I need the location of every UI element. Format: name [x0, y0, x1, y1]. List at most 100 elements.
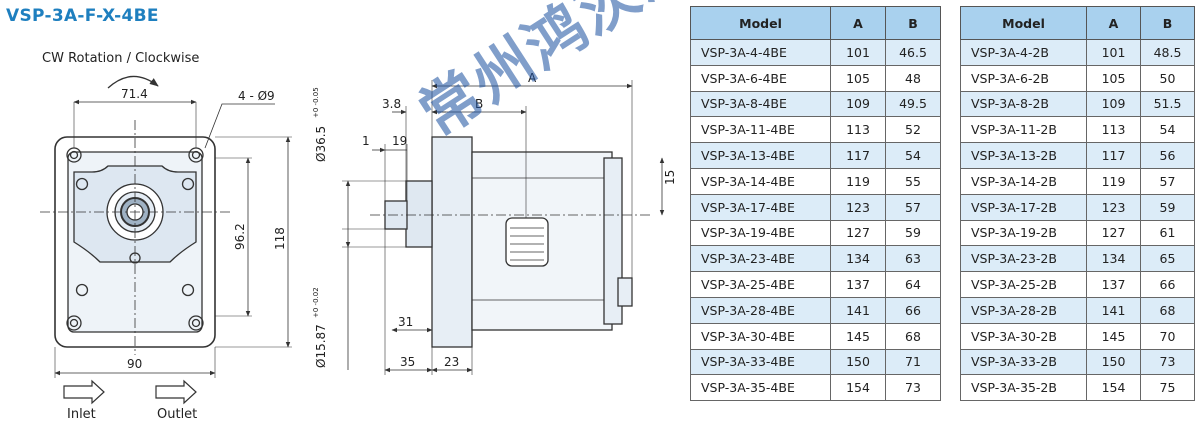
cell-a: 145	[1086, 322, 1141, 350]
cell-b: 46.5	[885, 39, 941, 66]
cell-model: VSP-3A-13-2B	[960, 142, 1087, 169]
side-port-icon	[505, 217, 549, 267]
cell-model: VSP-3A-28-2B	[960, 296, 1087, 324]
cell-model: VSP-3A-4-4BE	[690, 39, 831, 66]
mounting-hole-icon	[66, 147, 204, 331]
col-header-a: A	[830, 6, 886, 40]
cell-a: 150	[1086, 348, 1141, 376]
cell-a: 113	[1086, 116, 1141, 144]
cell-model: VSP-3A-14-2B	[960, 167, 1087, 195]
cell-a: 127	[1086, 219, 1141, 247]
cell-a: 123	[830, 193, 886, 221]
rotation-arrow-icon	[107, 75, 159, 89]
cell-b: 48.5	[1140, 39, 1195, 66]
technical-drawing: CW Rotation / Clockwise 71.4 4 - Ø9 96.2…	[40, 51, 677, 422]
cell-b: 68	[885, 322, 941, 350]
dim-35: 35	[400, 355, 415, 369]
cell-a: 119	[1086, 167, 1141, 195]
cell-model: VSP-3A-6-2B	[960, 64, 1087, 92]
col-header-model: Model	[690, 6, 831, 40]
cell-a: 134	[830, 245, 886, 273]
cell-b: 55	[885, 167, 941, 195]
cell-model: VSP-3A-35-2B	[960, 374, 1087, 402]
cell-a: 105	[1086, 64, 1141, 92]
dim-b: B	[475, 97, 483, 111]
cell-b: 68	[1140, 296, 1195, 324]
cell-b: 54	[885, 142, 941, 169]
cell-b: 66	[1140, 271, 1195, 298]
cell-b: 57	[885, 193, 941, 221]
cell-a: 154	[830, 374, 886, 402]
cell-b: 75	[1140, 374, 1195, 402]
dim-1: 1	[362, 134, 370, 148]
cell-model: VSP-3A-23-2B	[960, 245, 1087, 273]
cell-a: 109	[830, 90, 886, 118]
cell-b: 59	[1140, 193, 1195, 221]
cell-b: 51.5	[1140, 90, 1195, 118]
cell-b: 73	[1140, 348, 1195, 376]
cell-a: 109	[1086, 90, 1141, 118]
col-header-a: A	[1086, 6, 1141, 40]
dim-15: 15	[663, 170, 677, 185]
cell-b: 70	[1140, 322, 1195, 350]
dim-pilot: Ø36.5	[314, 126, 328, 162]
cell-b: 49.5	[885, 90, 941, 118]
cell-model: VSP-3A-19-2B	[960, 219, 1087, 247]
cell-b: 64	[885, 271, 941, 298]
inlet-label: Inlet	[67, 407, 96, 422]
cell-model: VSP-3A-17-2B	[960, 193, 1087, 221]
cell-b: 63	[885, 245, 941, 273]
cell-model: VSP-3A-19-4BE	[690, 219, 831, 247]
cell-model: VSP-3A-4-2B	[960, 39, 1087, 66]
dim-shaft-tol: +0 -0.02	[312, 287, 320, 318]
dim-19: 19	[392, 134, 407, 148]
cell-model: VSP-3A-11-2B	[960, 116, 1087, 144]
cell-a: 134	[1086, 245, 1141, 273]
cell-b: 71	[885, 348, 941, 376]
cell-a: 137	[830, 271, 886, 298]
front-view	[40, 75, 292, 405]
cell-a: 101	[1086, 39, 1141, 66]
cell-a: 137	[1086, 271, 1141, 298]
dim-height: 118	[273, 227, 287, 250]
dim-23: 23	[444, 355, 459, 369]
cell-b: 57	[1140, 167, 1195, 195]
cell-model: VSP-3A-30-2B	[960, 322, 1087, 350]
cell-a: 117	[830, 142, 886, 169]
dim-holes: 4 - Ø9	[238, 89, 275, 103]
cell-b: 65	[1140, 245, 1195, 273]
cell-a: 145	[830, 322, 886, 350]
cell-model: VSP-3A-28-4BE	[690, 296, 831, 324]
outlet-label: Outlet	[157, 407, 197, 422]
cell-a: 119	[830, 167, 886, 195]
col-header-b: B	[1140, 6, 1195, 40]
dim-inner-height: 96.2	[233, 223, 247, 250]
cell-model: VSP-3A-11-4BE	[690, 116, 831, 144]
cell-a: 117	[1086, 142, 1141, 169]
cell-model: VSP-3A-25-4BE	[690, 271, 831, 298]
